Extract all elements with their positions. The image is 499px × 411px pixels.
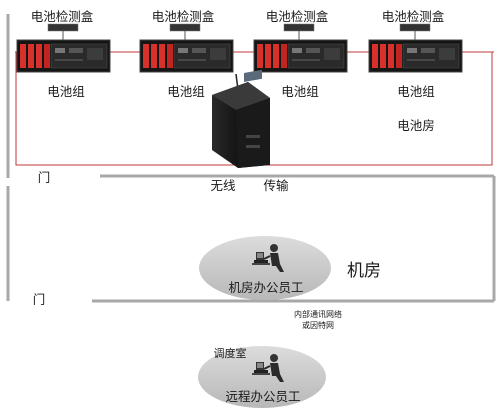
group-label-4: 电池组	[397, 84, 435, 99]
remote-office-ellipse	[198, 346, 326, 408]
box-label-1: 电池检测盒	[31, 9, 94, 24]
battery-test-box-4: 电池检测盒 电池组	[368, 9, 463, 99]
monitoring-host	[212, 69, 270, 168]
group-label-2: 电池组	[167, 84, 205, 99]
box-label-2: 电池检测盒	[152, 9, 215, 24]
network-label-line1: 内部通讯网络	[294, 309, 342, 319]
remote-staff-label: 远程办公员工	[225, 389, 300, 404]
remote-office: 调度室 远程办公员工	[198, 346, 326, 408]
door-label-upper: 门	[38, 170, 51, 185]
battery-test-box-1: 电池检测盒 电池组	[16, 9, 111, 99]
box-label-3: 电池检测盒	[266, 9, 329, 24]
door-label-lower: 门	[33, 292, 46, 307]
transmission-label: 传输	[263, 178, 289, 193]
network-label-line2: 或因特网	[302, 320, 334, 330]
machine-room-office: 机房办公员工	[199, 236, 331, 300]
group-label-3: 电池组	[281, 84, 319, 99]
machine-room-ellipse	[199, 236, 331, 300]
machine-room-label: 机房	[347, 261, 381, 281]
machine-room-staff-label: 机房办公员工	[228, 280, 303, 295]
box-label-4: 电池检测盒	[382, 9, 445, 24]
battery-test-box-3: 电池检测盒 电池组	[253, 9, 348, 99]
wireless-label: 无线	[210, 178, 236, 193]
group-label-1: 电池组	[47, 84, 85, 99]
battery-room-label: 电池房	[397, 118, 435, 133]
battery-test-box-2: 电池检测盒 电池组	[139, 9, 234, 99]
dispatch-room-label: 调度室	[214, 346, 247, 360]
